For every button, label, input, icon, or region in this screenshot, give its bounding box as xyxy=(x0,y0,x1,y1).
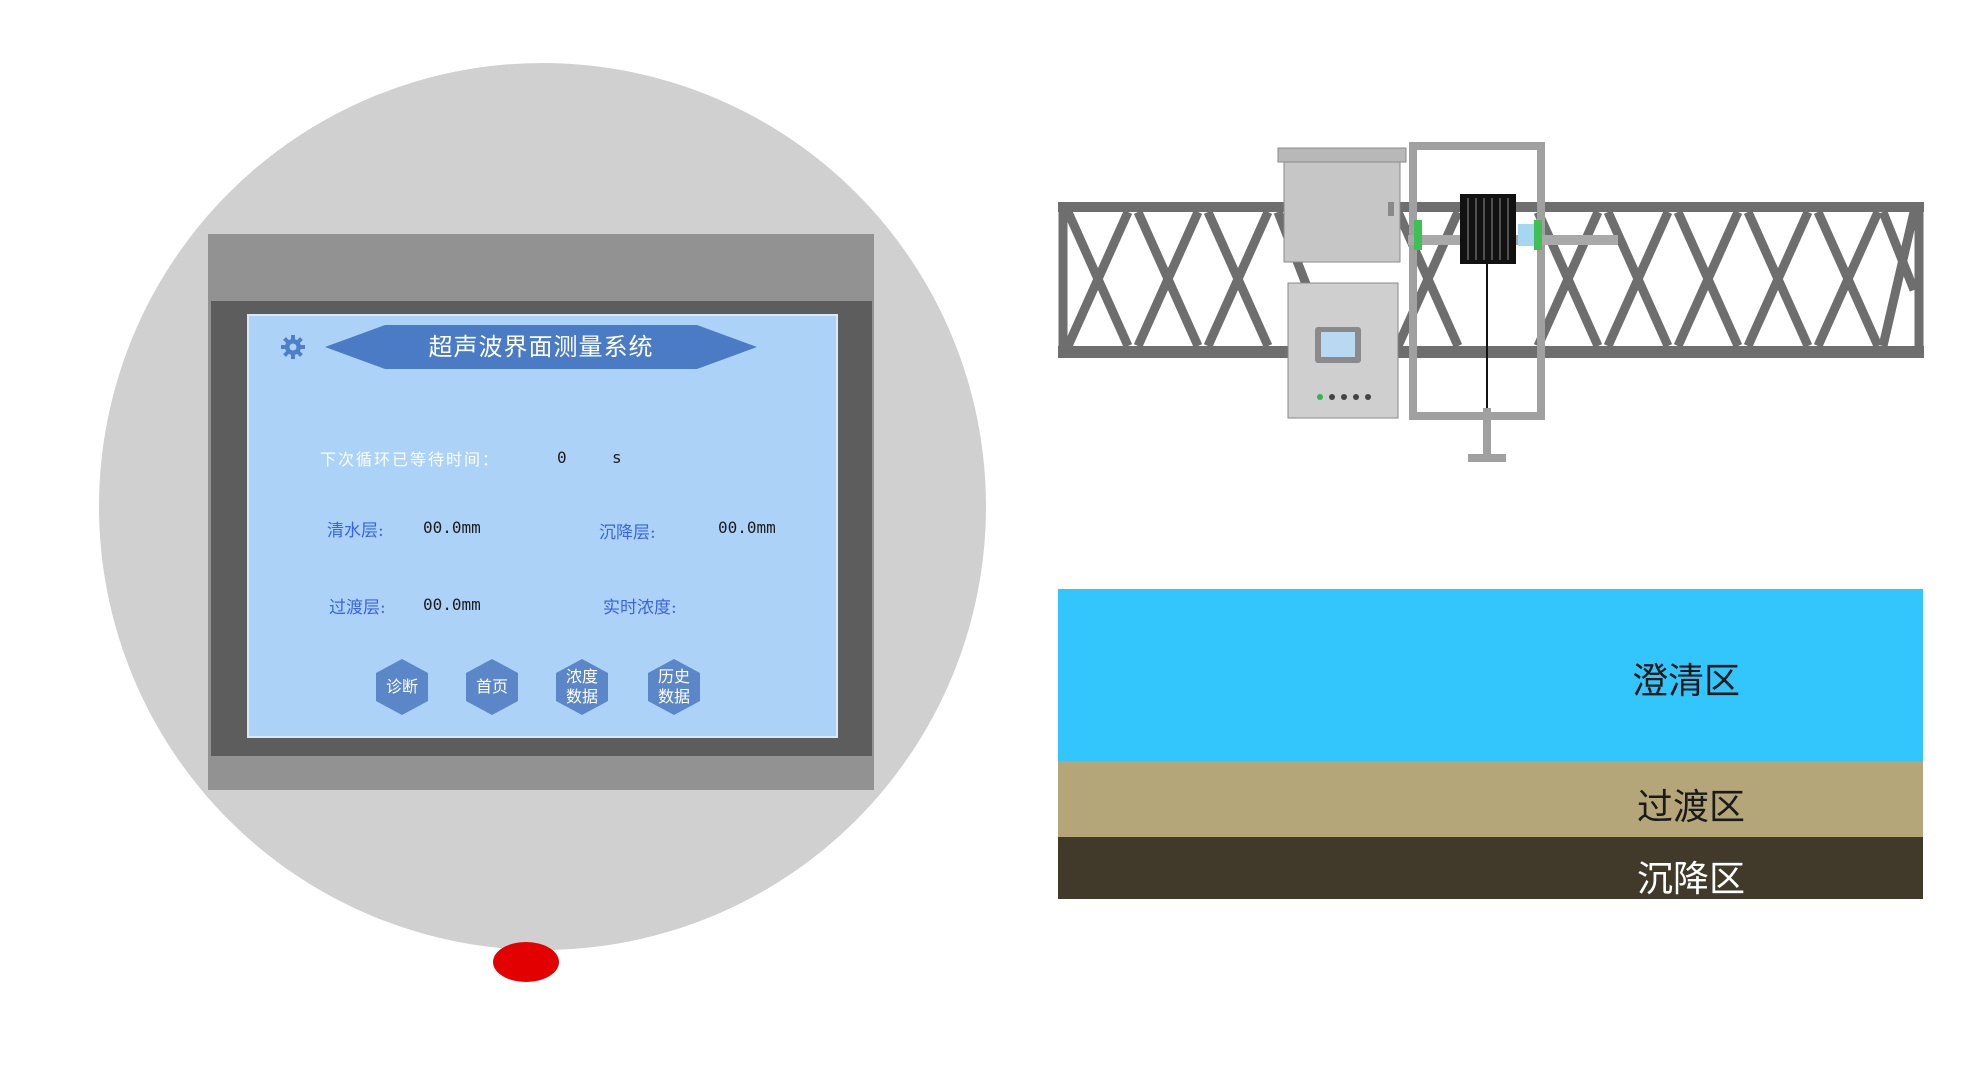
title-banner xyxy=(325,325,757,369)
gear-icon[interactable] xyxy=(280,334,306,360)
settle-layer-value: 00.0mm xyxy=(718,518,776,537)
history-data-button[interactable]: 历史数据 xyxy=(648,659,700,715)
concentration-data-line2: 数据 xyxy=(565,687,598,706)
concentration-data-button[interactable]: 浓度数据 xyxy=(556,659,608,715)
wait-time-unit: s xyxy=(612,448,622,467)
clear-zone-label: 澄清区 xyxy=(1632,660,1741,701)
transition-layer-label: 过渡层: xyxy=(329,598,386,618)
home-button-label: 首页 xyxy=(475,677,508,696)
truss-bridge-illustration xyxy=(1058,142,1924,462)
history-data-line1: 历史 xyxy=(657,667,690,686)
hmi-screen xyxy=(247,314,838,738)
concentration-label: 实时浓度: xyxy=(603,598,677,618)
diagnose-button[interactable]: 诊断 xyxy=(376,659,428,715)
clear-layer-value: 00.0mm xyxy=(423,518,481,537)
history-data-line2: 数据 xyxy=(657,687,690,706)
clear-layer-label: 清水层: xyxy=(327,521,384,541)
settle-layer-label: 沉降层: xyxy=(599,523,656,543)
transition-zone xyxy=(1058,761,1923,837)
home-button[interactable]: 首页 xyxy=(466,659,518,715)
concentration-data-line1: 浓度 xyxy=(565,667,598,686)
diagnose-button-label: 诊断 xyxy=(385,677,418,696)
transition-layer-value: 00.0mm xyxy=(423,595,481,614)
wait-time-value: 0 xyxy=(557,448,567,467)
alarm-light xyxy=(493,942,559,982)
transition-zone-label: 过渡区 xyxy=(1637,786,1746,827)
wait-time-label: 下次循环已等待时间： xyxy=(320,450,501,469)
clear-zone xyxy=(1058,589,1923,761)
settle-zone xyxy=(1058,837,1923,899)
page-title: 超声波界面测量系统 xyxy=(428,333,654,361)
settle-zone-label: 沉降区 xyxy=(1637,858,1746,899)
